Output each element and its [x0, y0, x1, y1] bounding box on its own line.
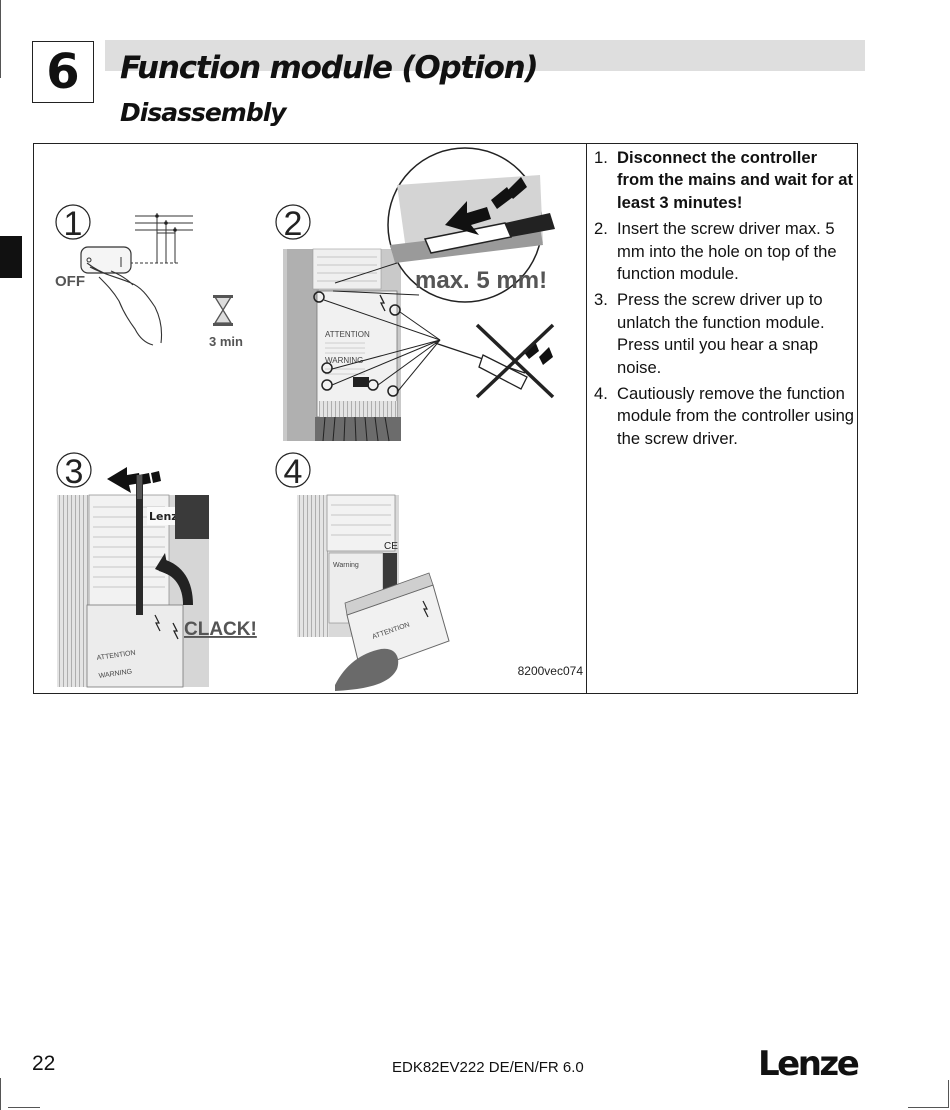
step-text: Disconnect the controller from the mains… — [617, 147, 856, 214]
hourglass-icon — [213, 295, 233, 326]
crop-mark — [0, 1078, 1, 1110]
instruction-step: 4.Cautiously remove the function module … — [594, 383, 856, 450]
ce-mark-print: CE — [384, 541, 398, 552]
step-2-panel: 2 ATTENTION WARNING — [276, 148, 555, 441]
page-number: 22 — [32, 1052, 55, 1076]
attention-print: ATTENTION — [325, 330, 370, 339]
step-text: Cautiously remove the function module fr… — [617, 383, 856, 450]
crop-mark — [8, 1107, 40, 1108]
wait-time-label: 3 min — [209, 334, 243, 349]
left-arrow-icon — [107, 467, 141, 493]
disassembly-illustration: 1 OFF 3 min 2 — [35, 145, 585, 692]
step-3-panel: 3 Lenze ATTENTION WARNI — [57, 453, 257, 687]
step-number: 1 — [64, 205, 83, 243]
lenze-logo: Lenze — [758, 1044, 857, 1084]
hand-drawing — [87, 263, 162, 345]
controller-photo: ATTENTION WARNING — [283, 249, 401, 441]
step-number: 2 — [284, 205, 303, 243]
step-number: 4. — [594, 383, 617, 450]
column-divider — [586, 143, 587, 694]
clack-label: CLACK! — [184, 619, 257, 640]
off-label: OFF — [55, 273, 85, 290]
figure-reference: 8200vec074 — [518, 664, 584, 678]
warning-print: Warning — [333, 562, 359, 569]
crop-mark — [908, 1107, 948, 1108]
instruction-list: 1.Disconnect the controller from the mai… — [594, 147, 856, 454]
controller-photo: CE Warning ATTENTION — [297, 495, 449, 691]
step-number: 3 — [65, 453, 84, 491]
step-text: Insert the screw driver max. 5 mm into t… — [617, 218, 856, 285]
depth-limit-label: max. 5 mm! — [415, 267, 547, 294]
instruction-step: 1.Disconnect the controller from the mai… — [594, 147, 856, 214]
step-number: 3. — [594, 289, 617, 379]
step-number: 1. — [594, 147, 617, 214]
document-id: EDK82EV222 DE/EN/FR 6.0 — [392, 1059, 584, 1076]
crop-mark — [948, 1080, 949, 1108]
instruction-step: 2.Insert the screw driver max. 5 mm into… — [594, 218, 856, 285]
hand-drawing — [335, 649, 398, 691]
page-subtitle: Disassembly — [120, 98, 286, 127]
step-4-panel: 4 CE Warning ATTENTION — [276, 453, 449, 691]
wrong-direction-icon — [435, 325, 553, 397]
mains-lines — [125, 213, 193, 263]
chapter-number: 6 — [32, 41, 94, 103]
instruction-step: 3.Press the screw driver up to unlatch t… — [594, 289, 856, 379]
chapter-tab-marker — [0, 236, 22, 278]
crop-mark — [0, 0, 1, 78]
step-number: 4 — [284, 453, 303, 491]
step-number: 2. — [594, 218, 617, 285]
page-title: Function module (Option) — [120, 50, 538, 86]
main-switch — [81, 247, 131, 273]
step-1-panel: 1 OFF 3 min — [55, 205, 243, 349]
step-text: Press the screw driver up to unlatch the… — [617, 289, 856, 379]
